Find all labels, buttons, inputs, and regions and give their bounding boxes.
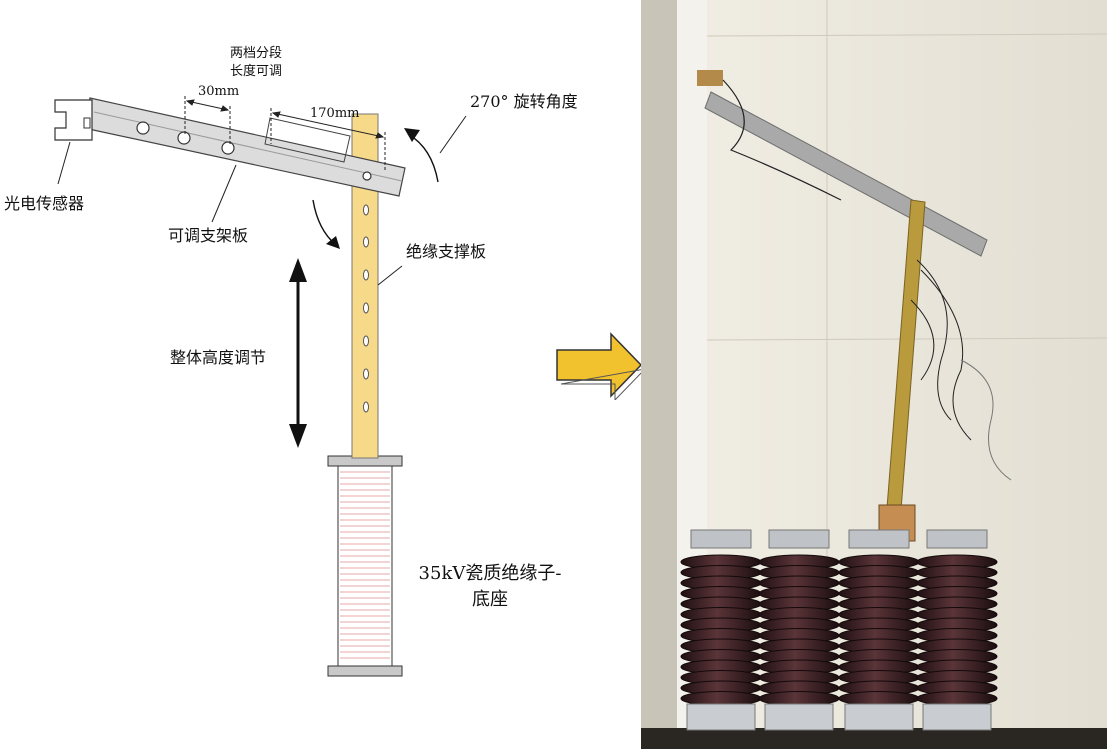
insulator-label-line2: 底座: [472, 589, 508, 610]
dim-30mm: [184, 96, 231, 146]
insulator-label-line1: 35kV瓷质绝缘子-: [418, 563, 562, 584]
photoelectric-sensor: [54, 99, 93, 141]
right-arrow-icon: [556, 332, 645, 400]
double-arrow-icon: [289, 258, 307, 448]
height-adjust-label: 整体高度调节: [170, 348, 267, 367]
photo-wires: [910, 259, 1012, 481]
photo-insulators: [680, 529, 998, 731]
device-photo: [641, 0, 1107, 749]
adjustable-bracket-label: 可调支架板: [168, 226, 249, 245]
device-diagram: [54, 96, 467, 677]
dim-30-label: 30mm: [198, 84, 240, 99]
insulator-base: [327, 455, 403, 677]
two-stage-label-line1: 两档分段: [230, 46, 283, 61]
dim-170mm: [270, 108, 386, 170]
insulating-support-label: 绝缘支撑板: [406, 242, 487, 261]
dim-170-label: 170mm: [310, 106, 360, 121]
two-stage-label-line2: 长度可调: [230, 64, 283, 79]
leader-lines: [57, 115, 467, 286]
curved-arrow-icon: [312, 128, 439, 249]
photoelectric-sensor-label: 光电传感器: [4, 194, 85, 213]
rotation-angle-label: 270° 旋转角度: [470, 92, 578, 111]
